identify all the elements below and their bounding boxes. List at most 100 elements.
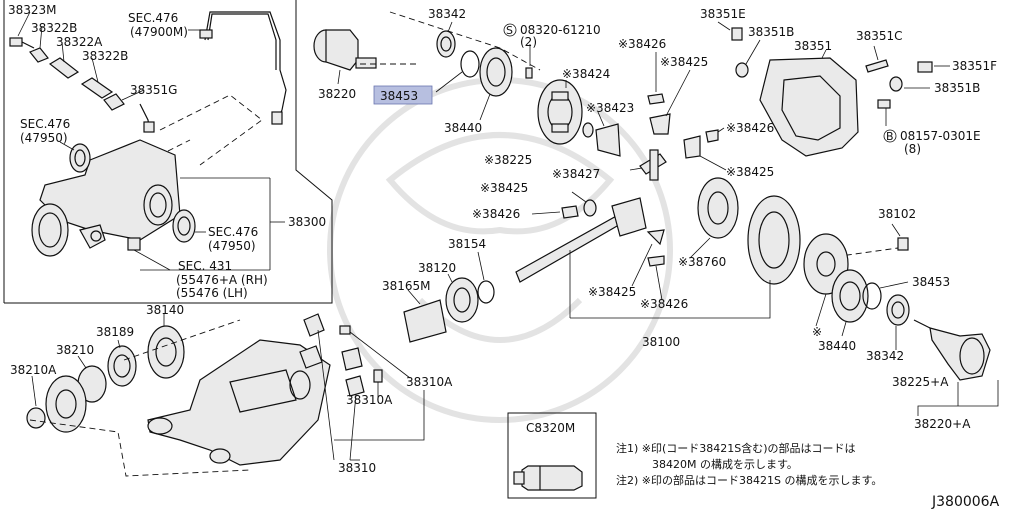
diagram-code: J380006A bbox=[931, 494, 1000, 510]
label-38310A-a: 38310A bbox=[406, 375, 453, 389]
label-38424: ※38424 bbox=[562, 67, 610, 81]
label-38351G: 38351G bbox=[130, 83, 177, 97]
bolt-08157-part bbox=[877, 99, 891, 126]
label-38342-right: 38342 bbox=[866, 349, 904, 363]
label-sec431-lh: (55476 (LH) bbox=[176, 286, 248, 300]
flange-38210A-part bbox=[26, 375, 87, 433]
cover-38351-part bbox=[759, 49, 859, 157]
label-sec476-right-ref: (47950) bbox=[208, 239, 256, 253]
label-38425-b: ※38425 bbox=[480, 181, 528, 195]
label-sec431-rh: (55476+A (RH) bbox=[176, 273, 268, 287]
spacer-38453-right-part bbox=[862, 281, 909, 310]
bearing-38140-part bbox=[147, 314, 185, 379]
washer-38426-right-part bbox=[705, 127, 725, 143]
label-sec431: SEC. 431 bbox=[178, 259, 232, 273]
drive-pinion-shaft-part bbox=[515, 197, 647, 318]
label-38426-a: ※38426 bbox=[618, 37, 666, 51]
label-38120: 38120 bbox=[418, 261, 456, 275]
label-38425-c: ※38425 bbox=[726, 165, 774, 179]
label-38351C: 38351C bbox=[856, 29, 903, 43]
label-38322B: 38322B bbox=[82, 49, 128, 63]
label-38300: 38300 bbox=[288, 215, 326, 229]
side-gear-38423-part bbox=[595, 111, 621, 157]
label-38225: ※38225 bbox=[484, 153, 532, 167]
note2: 注2) ※印の部品はコード38421S の構成を示します。 bbox=[616, 473, 882, 487]
section-frames bbox=[3, 0, 597, 499]
spacer-38154-part bbox=[477, 251, 495, 304]
washer-38426-top-part bbox=[647, 52, 665, 105]
washer-38425-top-part bbox=[582, 122, 594, 138]
label-c8320m: C8320M bbox=[526, 421, 575, 435]
label-38310A-b: 38310A bbox=[346, 393, 393, 407]
label-38453-highlighted: 38453 bbox=[380, 89, 418, 103]
diff-carrier-38300-part bbox=[31, 139, 285, 271]
side-gear-38760-part bbox=[689, 177, 739, 259]
bolt-38351F-part bbox=[917, 61, 950, 73]
bolt-s-letter: S bbox=[506, 24, 513, 37]
pinion-flange-group bbox=[313, 11, 739, 259]
bolt-b-mark bbox=[883, 129, 897, 143]
bottom-left-group bbox=[26, 313, 425, 477]
seal-38342-right-part bbox=[886, 294, 910, 350]
label-08157-0301E: 08157-0301E bbox=[900, 129, 981, 143]
bolt-08320-part bbox=[525, 44, 533, 79]
seal-38342-part bbox=[436, 21, 456, 58]
label-38323M: 38323M bbox=[8, 3, 57, 17]
label-08320-61210: 08320-61210 bbox=[520, 23, 601, 37]
label-08157-qty: (8) bbox=[904, 142, 921, 156]
spacer-38453-part bbox=[435, 50, 480, 93]
clamp-38322B-part bbox=[29, 25, 49, 63]
washer-38351B-right-part bbox=[889, 76, 930, 92]
label-sec476-left: SEC.476 bbox=[20, 117, 70, 131]
label-38102: 38102 bbox=[878, 207, 916, 221]
label-38351E: 38351E bbox=[700, 7, 746, 21]
label-38100: 38100 bbox=[642, 335, 680, 349]
label-38440-right: 38440 bbox=[818, 339, 856, 353]
bearing-38440-part bbox=[479, 47, 513, 121]
pinion-gear-38425-right-part bbox=[683, 135, 727, 171]
label-38425-d: ※38425 bbox=[588, 285, 636, 299]
c8320m-sealant: C8320M bbox=[513, 421, 583, 491]
companion-flange-38220-part bbox=[313, 29, 377, 85]
oil-seal-right-part bbox=[172, 209, 206, 243]
label-38427: ※38427 bbox=[552, 167, 600, 181]
label-38189: 38189 bbox=[96, 325, 134, 339]
collapsible-spacer-38165M-part bbox=[403, 289, 447, 343]
cross-shaft-38427-part bbox=[629, 149, 667, 181]
c8320m-box bbox=[507, 412, 597, 499]
label-sec476-top-ref: (47900M) bbox=[130, 25, 188, 39]
label-38225A: 38225+A bbox=[892, 375, 949, 389]
label-38322A: 38322A bbox=[56, 35, 103, 49]
side-flange-38220A-part bbox=[913, 319, 999, 416]
label-sec476-left-ref: (47950) bbox=[20, 131, 68, 145]
label-sec476-top: SEC.476 bbox=[128, 11, 178, 25]
note1-line1: 注1) ※印(コード38421S含む)の部品はコードは bbox=[616, 441, 856, 455]
pinion-gear-38425-top-part bbox=[649, 69, 691, 135]
notes-block: 注1) ※印(コード38421S含む)の部品はコードは 38420M の構成を示… bbox=[616, 441, 882, 487]
pinion-washer-38426-lower-part bbox=[647, 255, 665, 301]
label-38342: 38342 bbox=[428, 7, 466, 21]
label-sec476-right: SEC.476 bbox=[208, 225, 258, 239]
spacer-38189-part bbox=[107, 339, 137, 387]
bolt-b-letter: B bbox=[886, 130, 894, 143]
rear-cover-group bbox=[717, 21, 950, 157]
label-38154: 38154 bbox=[448, 237, 486, 251]
highlight-38453 bbox=[373, 85, 433, 105]
bolt-38351C-part bbox=[865, 45, 889, 73]
clip-38351G-part bbox=[103, 89, 155, 133]
label-38760: ※38760 bbox=[678, 255, 726, 269]
label-38426-b: ※38426 bbox=[472, 207, 520, 221]
label-38220A: 38220+A bbox=[914, 417, 971, 431]
label-38220: 38220 bbox=[318, 87, 356, 101]
drain-plug-part bbox=[127, 237, 171, 271]
hose-38322A-part bbox=[48, 41, 80, 79]
label-08320-qty: (2) bbox=[520, 35, 537, 49]
ring-gear-38453-mark bbox=[815, 293, 827, 327]
label-38453-right: 38453 bbox=[912, 275, 950, 289]
plug-38351E-part bbox=[717, 21, 743, 41]
label-38351B-right: 38351B bbox=[934, 81, 980, 95]
label-38351F: 38351F bbox=[952, 59, 997, 73]
pinion-washer-38425-lower-part bbox=[631, 229, 665, 287]
label-38165M: 38165M bbox=[382, 279, 431, 293]
